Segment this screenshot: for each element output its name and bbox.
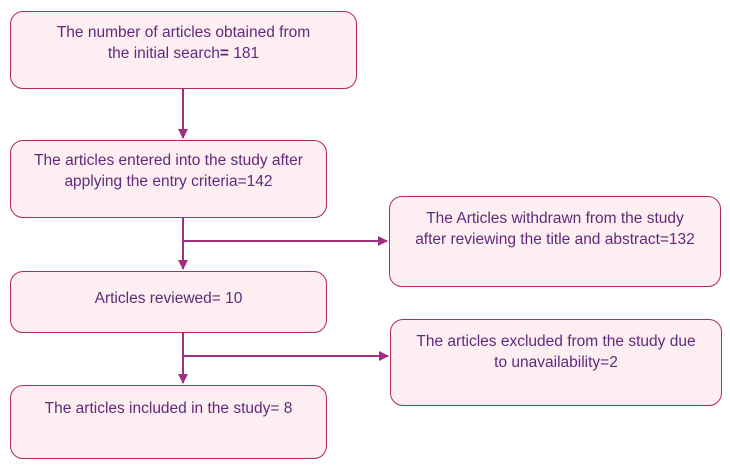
box-excluded-line2: to unavailability=2 — [494, 354, 618, 371]
box-excluded-line1: The articles excluded from the study due — [416, 333, 696, 350]
box-excluded: The articles excluded from the study due… — [390, 319, 722, 406]
box-articles-reviewed: Articles reviewed= 10 — [10, 271, 327, 333]
box-initial-search: The number of articles obtained from the… — [10, 11, 357, 89]
box-included-text: The articles included in the study= 8 — [44, 400, 293, 417]
box-excluded-text: The articles excluded from the study due… — [416, 331, 695, 405]
box-initial-search-line2: the initial search — [107, 45, 220, 62]
box-withdrawn-line1: The Articles withdrawn from the study — [426, 210, 684, 227]
box-withdrawn-text: The Articles withdrawn from the study af… — [415, 208, 695, 286]
box-articles-reviewed-text: Articles reviewed= 10 — [94, 290, 243, 307]
box-entry-criteria-text: The articles entered into the study afte… — [34, 150, 303, 217]
box-withdrawn-line2: after reviewing the title and abstract=1… — [415, 231, 695, 248]
box-withdrawn: The Articles withdrawn from the study af… — [389, 196, 721, 287]
box-entry-criteria: The articles entered into the study afte… — [10, 140, 327, 218]
box-included: The articles included in the study= 8 — [10, 385, 327, 459]
box-entry-criteria-line1: The articles entered into the study afte… — [34, 152, 303, 169]
box-entry-criteria-line2: applying the entry criteria=142 — [64, 173, 273, 190]
box-initial-search-text: The number of articles obtained from the… — [57, 22, 310, 88]
box-initial-search-value: 181 — [228, 45, 260, 62]
box-initial-search-line1: The number of articles obtained from — [56, 24, 311, 41]
box-initial-search-equals: = — [219, 45, 229, 62]
